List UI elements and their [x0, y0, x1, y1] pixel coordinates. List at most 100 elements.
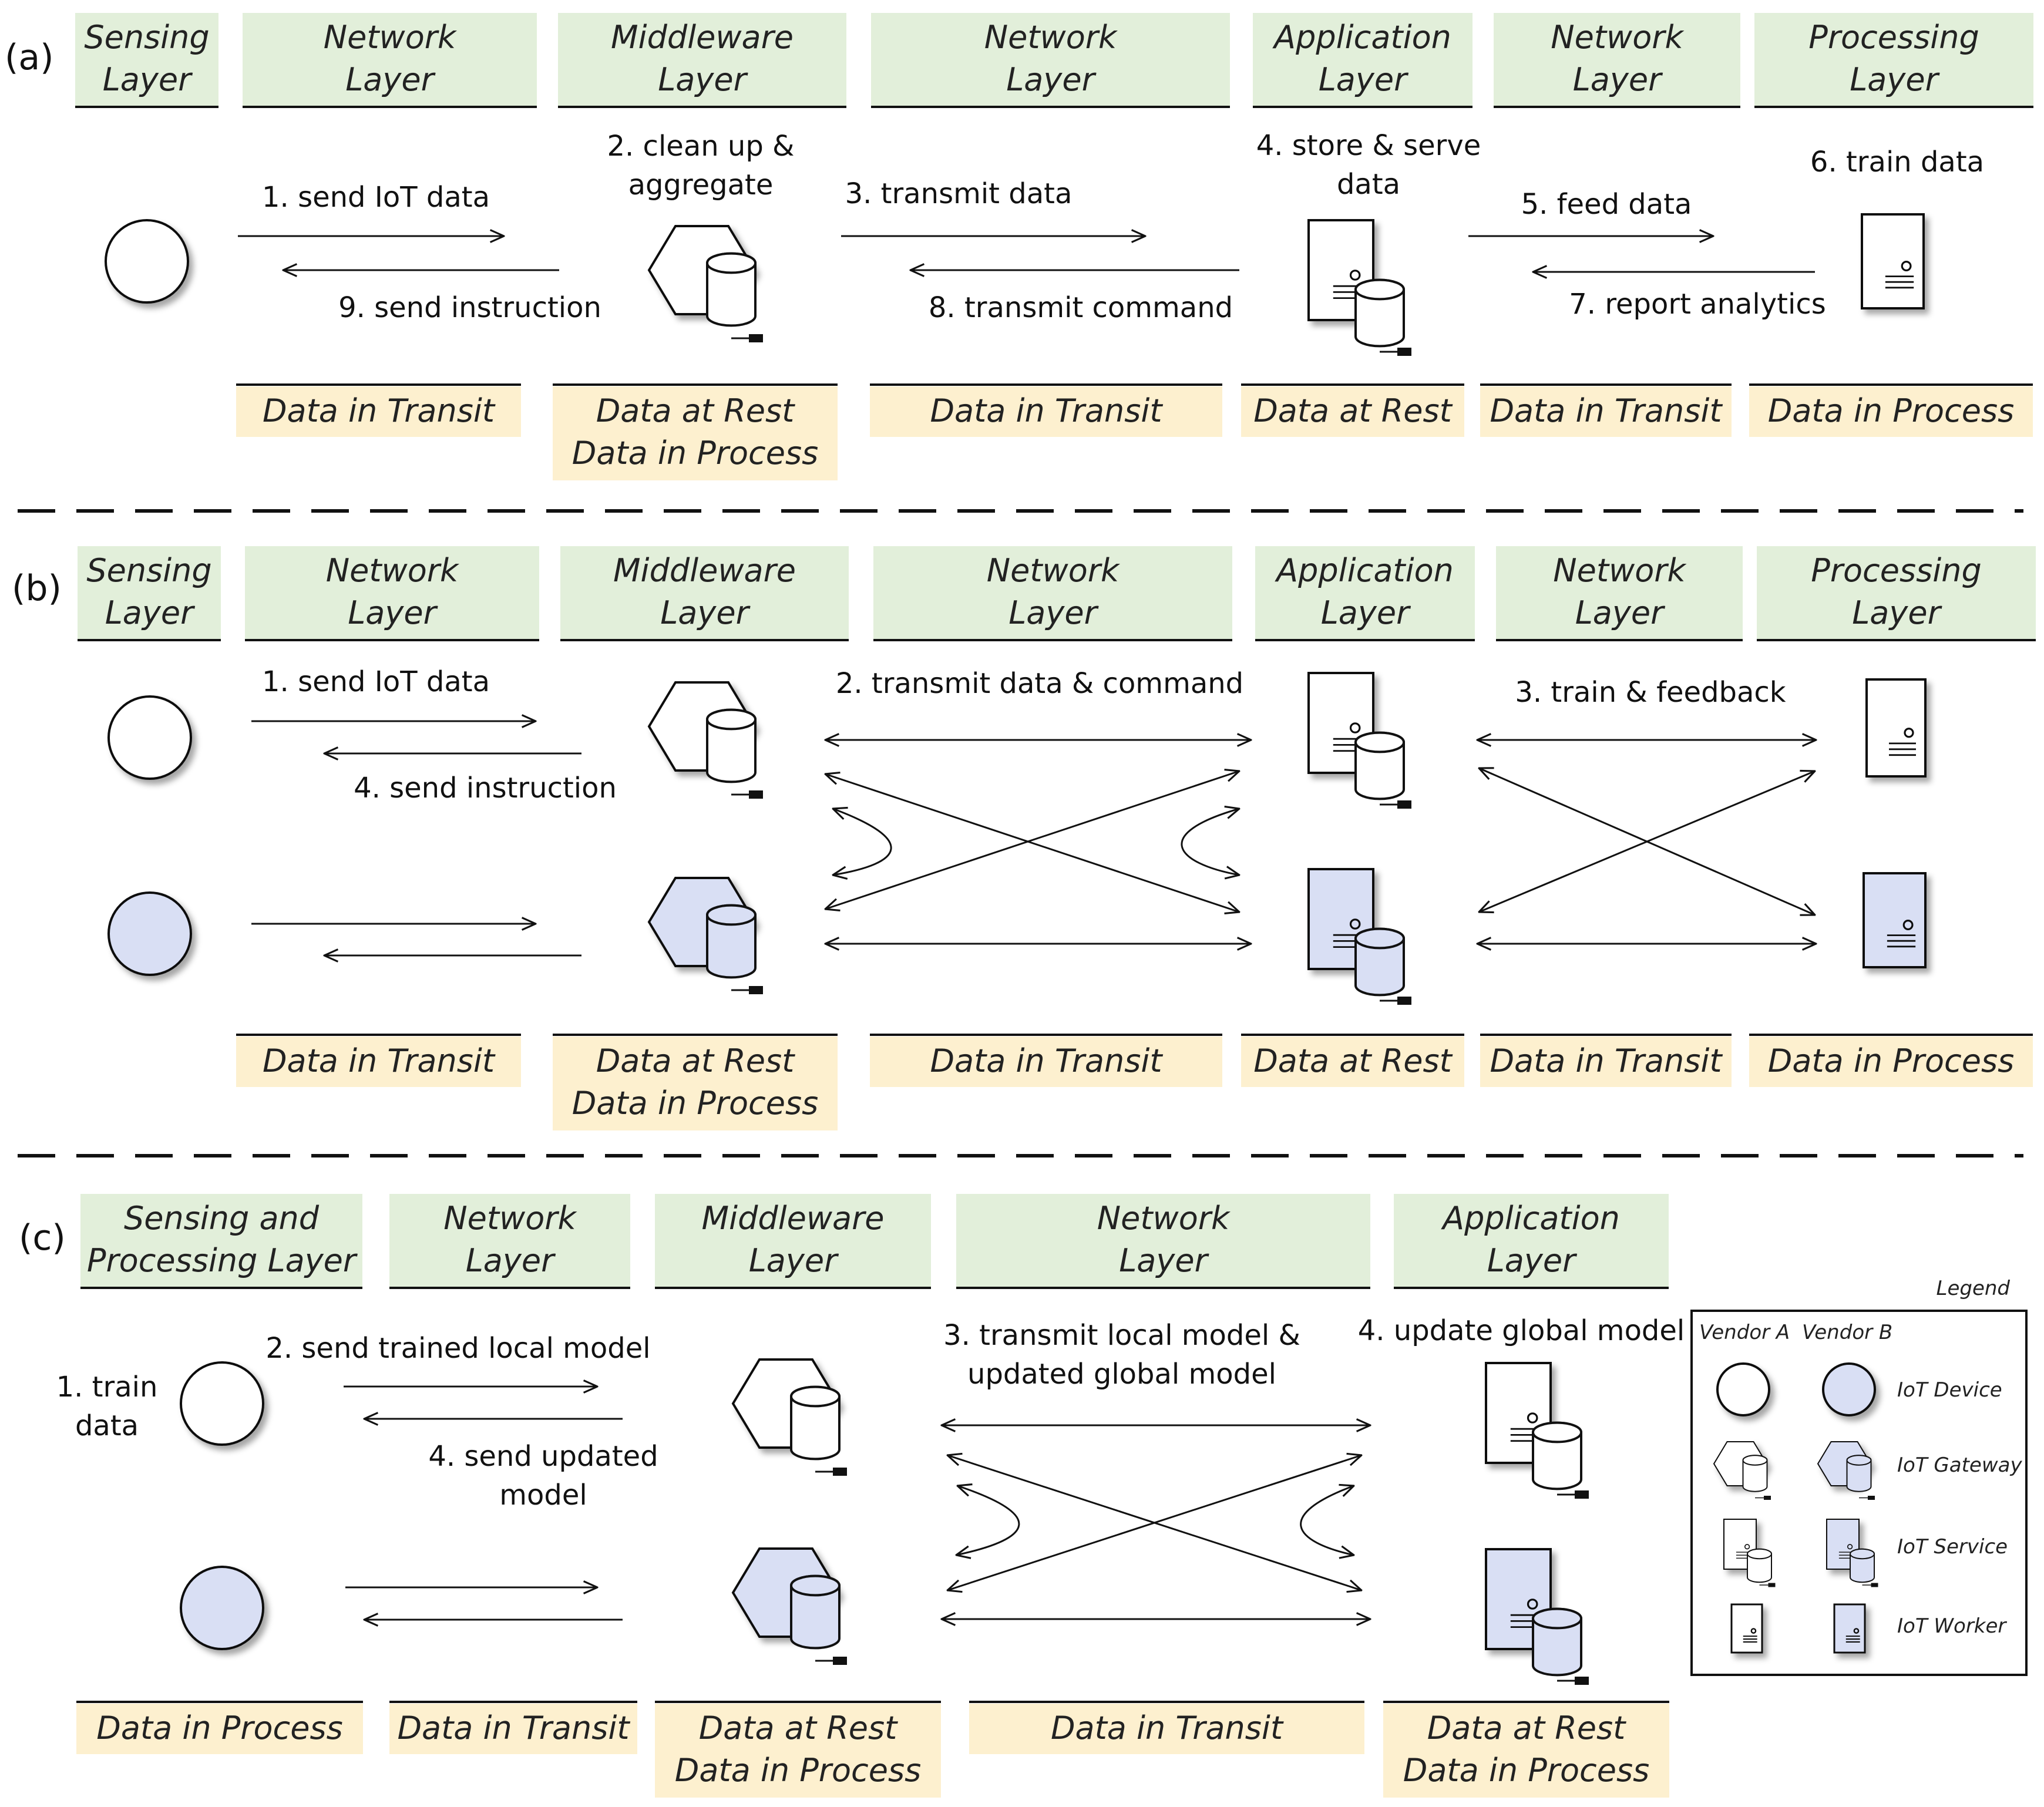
- panel-a-step-3: 3. transmit data: [845, 177, 1073, 210]
- panel-a-data-state-5-label: Data in Transit: [1490, 392, 1723, 429]
- panel-b-data-state-1-label: Data in Transit: [263, 1042, 496, 1079]
- panel-a-layer-header-1-label: Layer: [103, 61, 193, 98]
- panel-c-data-state-2: [389, 1701, 637, 1754]
- panel-b-iot-service-a-plug-head: [1397, 800, 1411, 809]
- panel-b-layer-header-6-label: Layer: [1575, 594, 1665, 631]
- panel-a-layer-header-7-bg: [1754, 13, 2033, 107]
- panel-b-layer-header-3-label: Middleware: [613, 552, 796, 589]
- panel-a-layer-header-2-label: Network: [324, 19, 458, 56]
- panel-b-data-state-4-label: Data at Rest: [1253, 1042, 1453, 1079]
- panel-b-iot-worker-b-case: [1863, 872, 1927, 968]
- panel-c-layer-header-5-label: Application: [1441, 1200, 1620, 1237]
- panel-a-data-state-1-label: Data in Transit: [263, 392, 496, 429]
- panel-b-iot-gateway-b-database: [706, 904, 757, 979]
- legend-iot-gateway-vendor-b-plug-head: [1868, 1496, 1875, 1500]
- panel-b-layer-header-4-label: Layer: [1008, 594, 1098, 631]
- panel-b-iot-worker-a-case: [1865, 678, 1927, 778]
- legend-iot-device-vendor-b: [1822, 1362, 1876, 1416]
- panel-c-data-state-5-bg: [1383, 1704, 1669, 1798]
- panel-b-iot-gateway-a-plug-head: [749, 790, 763, 799]
- panel-b-iot-service-a-server-led: [1349, 722, 1361, 733]
- legend-iot-gateway-vendor-a-plug-head: [1764, 1496, 1771, 1500]
- panel-b-data-state-4: [1241, 1034, 1464, 1087]
- panel-b-iot-service-b-plug-head: [1397, 997, 1411, 1005]
- panel-c-iot-gateway-a-database-top: [790, 1385, 841, 1408]
- panel-b-layer-header-2-bg: [245, 546, 539, 640]
- panel-a-data-state-6: [1749, 383, 2033, 437]
- panel-c-step-4-update-global-model: 4. update global model: [1358, 1314, 1685, 1347]
- legend-iot-service-vendor-b-plug-head: [1871, 1583, 1878, 1587]
- panel-a-layer-header-6: [1494, 13, 1740, 108]
- panel-b-iot-service-a-database-top: [1354, 731, 1405, 753]
- panel-c-data-state-5: [1383, 1701, 1669, 1798]
- panel-b-arrow-cross-4: [1479, 771, 1815, 912]
- panel-c-iot-gateway-a-plug-head: [833, 1468, 847, 1476]
- panel-a-data-state-5-bg: [1480, 386, 1732, 437]
- panel-a-iot-gateway-database-top: [706, 252, 757, 274]
- panel-b-layer-header-7-label: Layer: [1852, 594, 1942, 631]
- panel-c-step-4-send-updated-model: model: [499, 1479, 587, 1512]
- diagram-shapes: [18, 13, 2036, 1798]
- panel-b-curve-left: [833, 809, 892, 875]
- panel-b-layer-header-4: [873, 546, 1232, 641]
- panel-b-data-state-2-bg: [553, 1037, 838, 1130]
- legend-iot-service-vendor-a-server-led: [1744, 1544, 1750, 1550]
- panel-b-data-state-1-bg: [236, 1037, 521, 1087]
- panel-c-data-state-5-label: Data in Process: [1403, 1752, 1649, 1789]
- legend-iot-worker-vendor-a-led: [1750, 1628, 1757, 1634]
- panel-b-data-state-6-label: Data in Process: [1768, 1042, 2014, 1079]
- panel-a-data-state-4: [1241, 383, 1464, 437]
- panel-a-data-state-2-bg: [553, 386, 838, 480]
- panel-b-layer-header-3: [560, 546, 849, 641]
- panel-a-layer-header-2: [243, 13, 537, 108]
- panel-b-data-state-5-label: Data in Transit: [1490, 1042, 1723, 1079]
- panel-c-iot-device-b: [180, 1566, 264, 1650]
- panel-b-iot-service-a-database: [1354, 731, 1405, 800]
- panel-c-data-state-3-bg: [655, 1704, 941, 1798]
- panel-a-data-state-3: [870, 383, 1222, 437]
- panel-b-layer-header-3-bg: [560, 546, 849, 640]
- panel-b-layer-header-7: [1757, 546, 2036, 641]
- panel-b-layer-header-7-label: Processing: [1811, 552, 1982, 589]
- legend-iot-device-vendor-a: [1716, 1362, 1770, 1416]
- panel-b-layer-header-4-bg: [873, 546, 1232, 640]
- panel-a-data-state-3-label: Data in Transit: [930, 392, 1163, 429]
- panel-a-layer-header-5: [1253, 13, 1473, 108]
- panel-a-iot-service-database: [1354, 278, 1405, 348]
- panel-c-iot-service-b-server-led: [1527, 1599, 1538, 1610]
- panel-b-step-2: 2. transmit data & command: [836, 667, 1243, 700]
- panel-c-step-3: updated global model: [967, 1358, 1276, 1391]
- panel-b-iot-service-b-server-led: [1349, 918, 1361, 930]
- panel-a-data-state-5: [1480, 383, 1732, 437]
- panel-c-iot-service-b-database-top: [1532, 1607, 1582, 1630]
- panel-b-iot-service-b-plug: [1380, 997, 1411, 1005]
- panel-b-layer-header-1-label: Sensing: [86, 552, 211, 589]
- panel-a-iot-service-database-top: [1354, 278, 1405, 301]
- panel-a-data-state-3-bg: [870, 386, 1222, 437]
- panel-b-iot-gateway-b-plug-head: [749, 986, 763, 994]
- panel-b-data-state-5: [1480, 1034, 1732, 1087]
- panel-b-layer-header-5: [1255, 546, 1475, 641]
- panel-b-iot-worker-a-led: [1904, 728, 1914, 738]
- panel-c-data-state-2-label: Data in Transit: [397, 1710, 630, 1747]
- legend-iot-service-vendor-b-server: [1826, 1519, 1860, 1570]
- panel-c-layer-header-1-label: Processing Layer: [87, 1242, 358, 1279]
- panel-b-step-4: 4. send instruction: [354, 772, 617, 805]
- panel-c-iot-gateway-b-database: [790, 1574, 841, 1650]
- panel-a-layer-header-1-bg: [75, 13, 218, 107]
- panel-c-layer-header-1-label: Sensing and: [124, 1200, 320, 1237]
- panel-c-data-state-5-label: Data at Rest: [1427, 1710, 1626, 1747]
- panel-b-data-state-2-label: Data at Rest: [596, 1042, 795, 1079]
- panel-c-layer-header-4-label: Network: [1097, 1200, 1231, 1237]
- legend-iot-gateway-vendor-b-database-top: [1846, 1455, 1872, 1466]
- panel-a-layer-header-1-label: Sensing: [84, 19, 209, 56]
- panel-c-step-4-send-updated-model: 4. send updated: [428, 1440, 658, 1473]
- panel-label-c: (c): [19, 1217, 66, 1258]
- panel-b-layer-header-1-bg: [78, 546, 221, 640]
- panel-b-data-state-3-label: Data in Transit: [930, 1042, 1163, 1079]
- panel-a-data-state-2-label: Data in Process: [572, 435, 818, 472]
- panel-b-iot-gateway-b-database-top: [706, 904, 757, 926]
- panel-a-iot-worker: [1861, 213, 1925, 309]
- panel-c-data-state-3: [655, 1701, 941, 1798]
- panel-a-step-2: 2. clean up &: [607, 130, 795, 163]
